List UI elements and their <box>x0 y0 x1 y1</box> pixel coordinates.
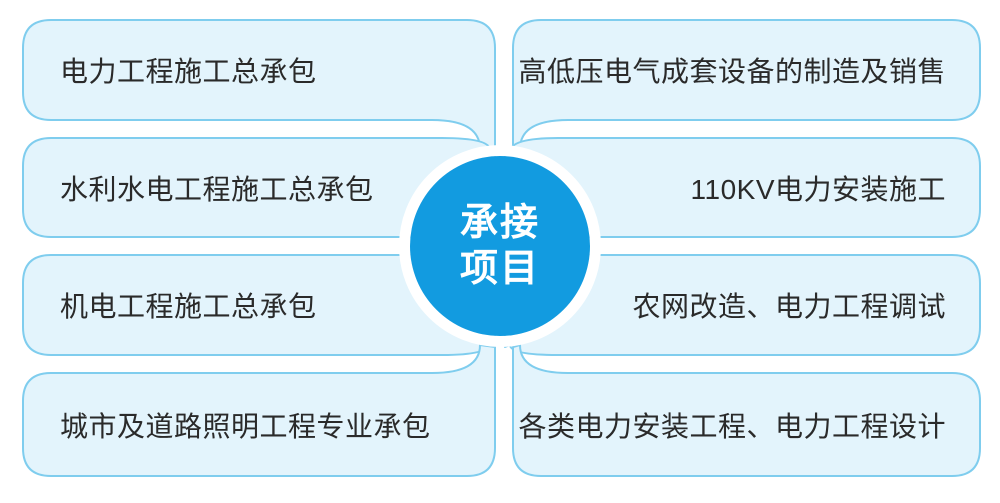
project-item-left-3: 机电工程施工总承包 <box>23 255 495 355</box>
box-shape-right-4 <box>512 344 981 477</box>
project-item-label: 电力工程施工总承包 <box>60 56 317 87</box>
project-item-label: 农网改造、电力工程调试 <box>632 291 946 322</box>
center-circle <box>410 156 590 336</box>
center-circle-ring <box>399 145 601 347</box>
project-item-label: 高低压电气成套设备的制造及销售 <box>518 56 946 87</box>
project-item-left-2: 水利水电工程施工总承包 <box>23 138 495 237</box>
center-title-line1: 承接 <box>459 201 540 244</box>
project-item-left-4: 城市及道路照明工程专业承包 <box>23 373 495 476</box>
box-shape-right-1 <box>512 19 981 150</box>
center-circle-title: 承接 项目 <box>410 156 590 336</box>
center-title-line2: 项目 <box>459 248 540 290</box>
project-item-label: 各类电力安装工程、电力工程设计 <box>518 410 946 442</box>
project-item-label: 110KV电力安装施工 <box>690 173 946 205</box>
project-item-left-1: 电力工程施工总承包 <box>23 20 495 120</box>
project-item-right-2: 110KV电力安装施工 <box>513 138 980 237</box>
project-item-right-1: 高低压电气成套设备的制造及销售 <box>513 20 980 120</box>
box-shape-right-2 <box>504 137 981 238</box>
project-item-right-3: 农网改造、电力工程调试 <box>513 255 980 355</box>
project-item-label: 城市及道路照明工程专业承包 <box>60 410 431 442</box>
box-shape-left-4 <box>22 344 496 477</box>
project-item-right-4: 各类电力安装工程、电力工程设计 <box>513 373 980 476</box>
box-shape-left-2 <box>22 137 496 238</box>
project-item-label: 水利水电工程施工总承包 <box>60 173 374 205</box>
project-item-label: 机电工程施工总承包 <box>60 291 317 322</box>
box-shape-left-1 <box>22 19 496 150</box>
